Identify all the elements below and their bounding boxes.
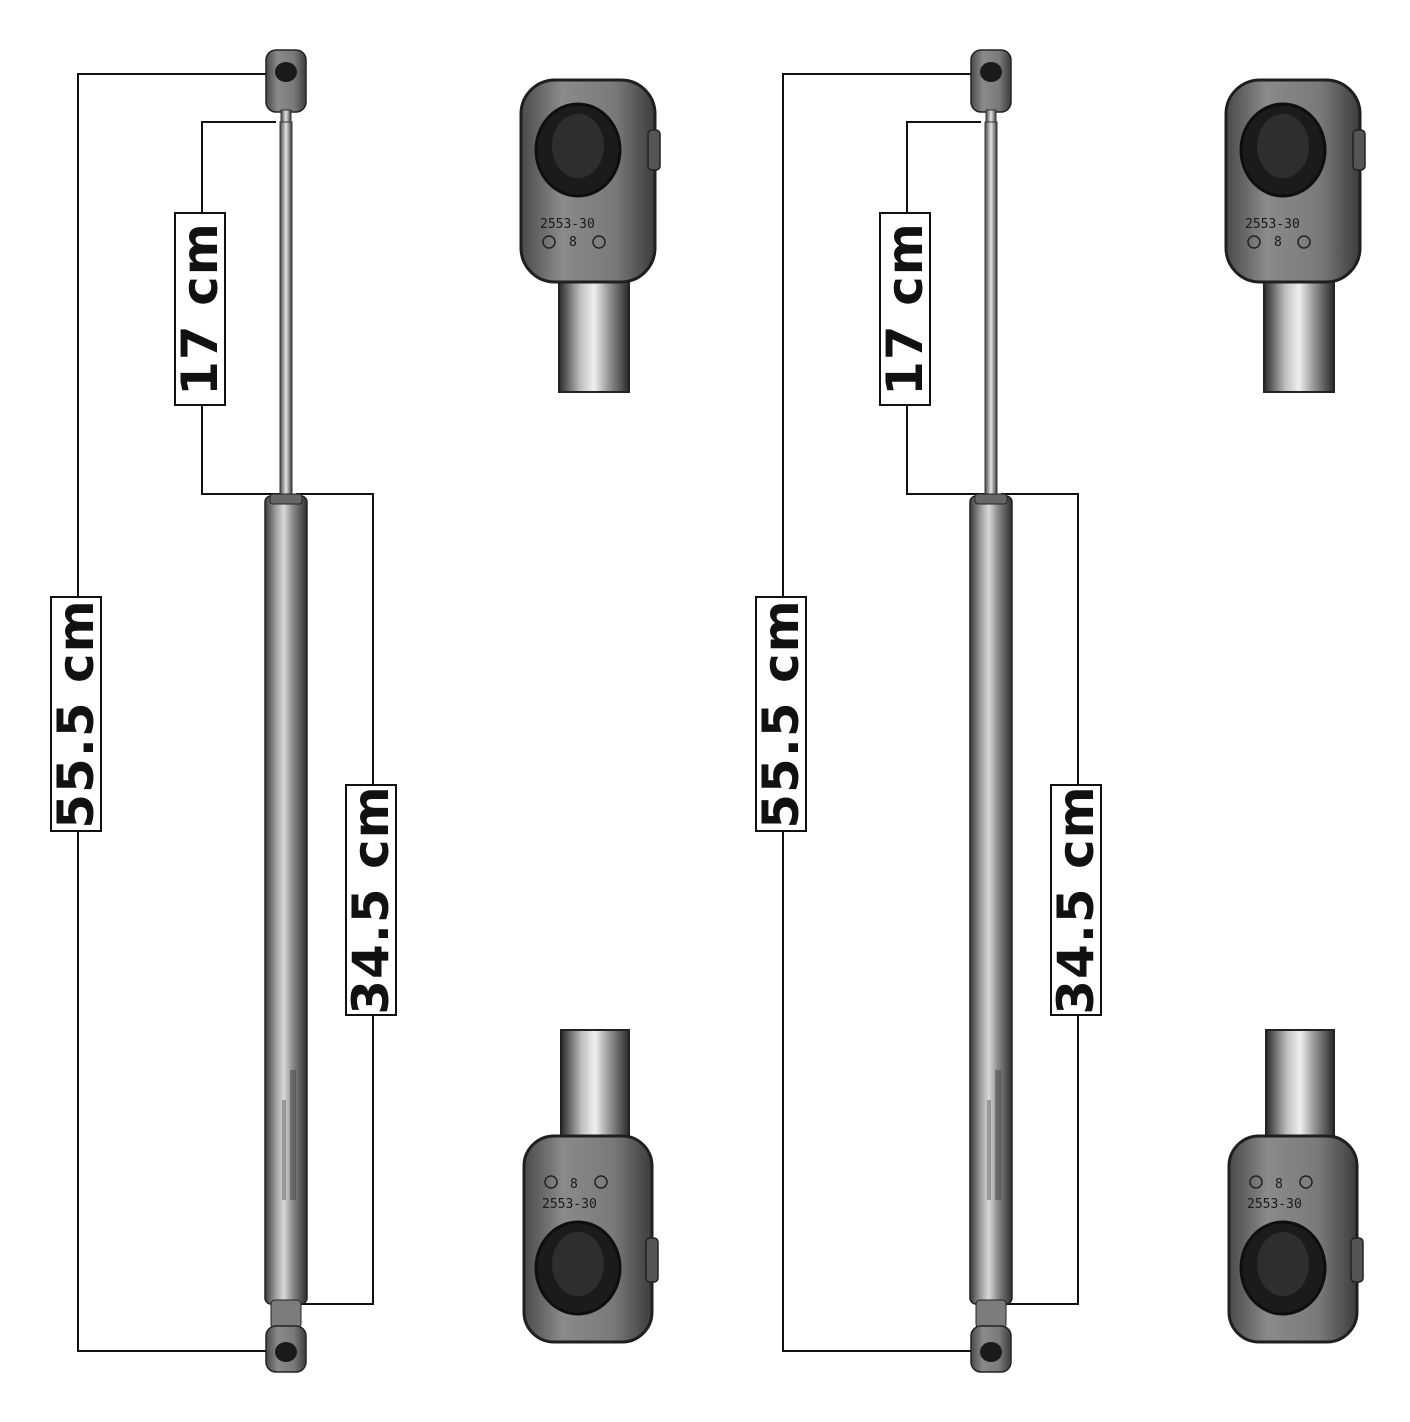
- total-length-value: 55.5 cm: [752, 599, 811, 829]
- cylinder-engraving: [987, 1070, 1001, 1200]
- stroke-length-label: 17 cm: [171, 212, 230, 406]
- total-length-label: 55.5 cm: [47, 596, 106, 832]
- fitting-top-size-marking: 8: [1274, 235, 1282, 250]
- fitting-closeup-bottom: 2553-30 8: [1227, 1029, 1364, 1344]
- body-length-value: 34.5 cm: [1047, 785, 1106, 1015]
- strut-piston-rod: [984, 121, 998, 495]
- body-length-label: 34.5 cm: [1047, 784, 1106, 1016]
- fitting-closeup-top: 2553-30 8: [1224, 78, 1366, 393]
- strut-bottom-eye: [265, 1299, 307, 1373]
- fitting-bottom-size-marking: 8: [1275, 1177, 1283, 1192]
- fitting-top-size-marking: 8: [569, 235, 577, 250]
- fitting-closeup-top: 2553-30 8: [519, 78, 661, 393]
- fitting-top-part-marking: 2553-30: [1245, 217, 1300, 232]
- strut-drawing-left: 2553-30 8 2553-30 8: [77, 49, 661, 1373]
- fitting-bottom-size-marking: 8: [570, 1177, 578, 1192]
- fitting-top-part-marking: 2553-30: [540, 217, 595, 232]
- fitting-closeup-bottom: 2553-30 8: [522, 1029, 659, 1344]
- stroke-length-value: 17 cm: [171, 222, 230, 396]
- body-length-value: 34.5 cm: [342, 785, 401, 1015]
- body-length-label: 34.5 cm: [342, 784, 401, 1016]
- strut-top-eye-fitting: [970, 49, 1012, 125]
- total-length-value: 55.5 cm: [47, 599, 106, 829]
- gas-strut-panel-right: 2553-30 8 2553-30 8 55.5 cm 17 cm 34.5 c…: [705, 0, 1410, 1422]
- strut-top-eye-fitting: [265, 49, 307, 125]
- fitting-bottom-part-marking: 2553-30: [1247, 1197, 1302, 1212]
- strut-piston-rod: [279, 121, 293, 495]
- gas-strut-panel-left: 2553-30 8 2553-30 8 55.5 cm 17 cm 34.5 c…: [47, 49, 661, 1373]
- stroke-length-label: 17 cm: [876, 212, 935, 406]
- strut-drawing-right: 2553-30 8 2553-30 8: [782, 49, 1366, 1373]
- stroke-length-value: 17 cm: [876, 222, 935, 396]
- strut-bottom-eye: [970, 1299, 1012, 1373]
- cylinder-engraving: [282, 1070, 296, 1200]
- fitting-bottom-part-marking: 2553-30: [542, 1197, 597, 1212]
- total-length-label: 55.5 cm: [752, 596, 811, 832]
